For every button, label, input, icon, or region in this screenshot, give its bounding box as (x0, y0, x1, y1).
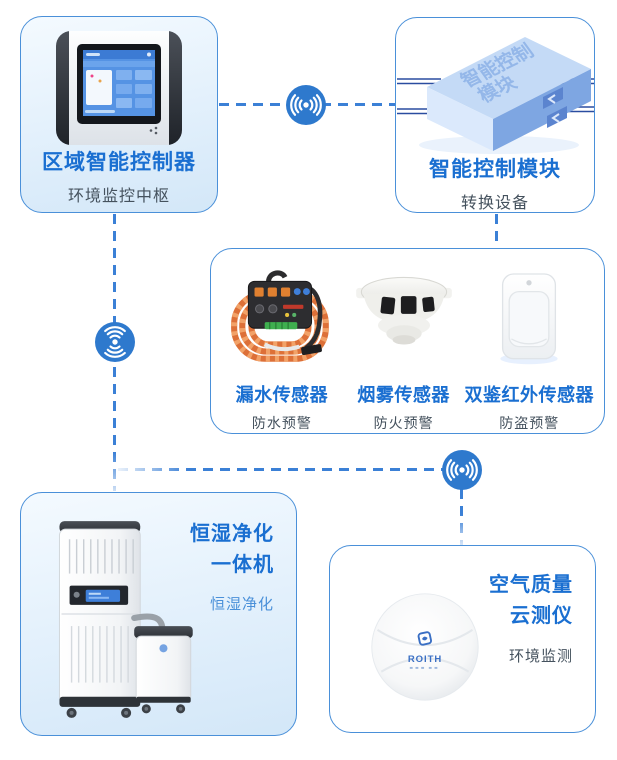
card-humidity-purifier: 恒湿净化 一体机 恒湿净化 (20, 492, 297, 736)
smoke-sensor-image (352, 263, 456, 373)
card-sensors: 漏水传感器 防水预警 (210, 248, 605, 434)
dashed-link-to-airquality-v (460, 489, 463, 545)
sensor-item-water-leak: 漏水传感器 防水预警 (221, 263, 343, 433)
card-air-quality-meter: ROITH 空气质量 云测仪 环境监测 (329, 545, 596, 733)
module-subtitle: 转换设备 (460, 195, 529, 213)
wireless-signal-icon (286, 85, 326, 125)
humidity-purifier-image (29, 513, 201, 730)
air-quality-title-line1: 空气质量 (489, 574, 573, 596)
purifier-subtitle: 恒湿净化 (209, 596, 274, 613)
dual-infrared-sensor-image (496, 263, 562, 373)
humidity-purifier-illustration (58, 521, 193, 718)
air-quality-device-logo: ROITH (408, 654, 442, 665)
wireless-signal-glyph (446, 459, 478, 481)
control-module-illustration: 智能控制 模块 (396, 37, 594, 154)
purifier-title-line2: 一体机 (211, 554, 274, 576)
smoke-sensor-subtitle: 防火预警 (373, 415, 434, 431)
dual-infrared-sensor-title: 双鉴红外传感器 (464, 385, 594, 405)
controller-title: 区域智能控制器 (42, 151, 196, 174)
water-leak-sensor-subtitle: 防水预警 (251, 415, 312, 431)
card-smart-control-module: 智能控制 模块 智能控制模块 转换设备 (395, 17, 595, 213)
touchscreen-controller-illustration (56, 31, 182, 145)
dashed-link-to-airquality-h (118, 468, 462, 471)
air-quality-device-image: ROITH (368, 590, 482, 709)
air-quality-device-illustration: ROITH (371, 593, 479, 701)
smoke-sensor-title: 烟雾传感器 (357, 385, 450, 405)
wireless-signal-icon (95, 322, 135, 362)
sensor-item-smoke: 烟雾传感器 防火预警 (343, 263, 465, 433)
card-regional-controller: 区域智能控制器 环境监控中枢 (20, 16, 218, 213)
purifier-title-line1: 恒湿净化 (190, 523, 274, 545)
touchscreen-controller-image (21, 17, 217, 151)
controller-subtitle: 环境监控中枢 (67, 188, 170, 206)
wireless-signal-glyph (104, 326, 126, 358)
dashed-link-module-sensors (495, 214, 498, 247)
wireless-signal-glyph (290, 94, 322, 116)
control-module-image: 智能控制 模块 (396, 18, 594, 158)
sensor-item-infrared: 双鉴红外传感器 防盗预警 (465, 263, 595, 433)
wireless-signal-icon (442, 450, 482, 490)
water-leak-sensor-illustration (230, 270, 329, 362)
air-quality-subtitle: 环境监测 (508, 648, 573, 665)
water-leak-sensor-title: 漏水传感器 (235, 385, 329, 405)
dual-infrared-sensor-illustration (500, 273, 558, 365)
smoke-sensor-illustration (355, 276, 452, 345)
air-quality-title-line2: 云测仪 (510, 605, 573, 627)
module-title: 智能控制模块 (429, 158, 561, 181)
air-quality-text-block: 空气质量 云测仪 环境监测 (489, 570, 573, 666)
water-leak-sensor-image (226, 263, 338, 373)
purifier-text-block: 恒湿净化 一体机 恒湿净化 (190, 519, 274, 614)
dual-infrared-sensor-subtitle: 防盗预警 (499, 415, 560, 431)
